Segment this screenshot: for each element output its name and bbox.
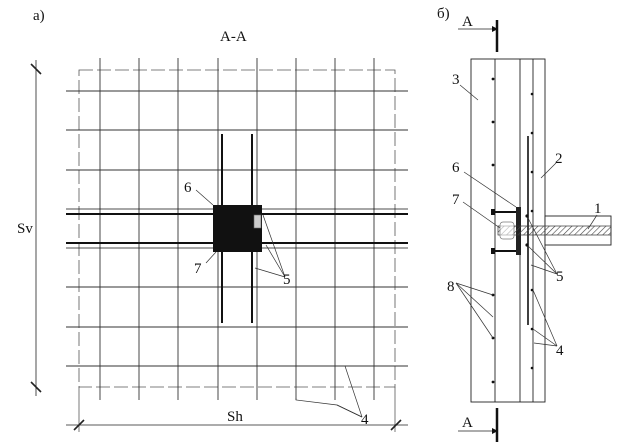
callout-8: 8 xyxy=(447,279,455,295)
rebar-dots-8 xyxy=(491,77,495,384)
coupler-7 xyxy=(499,221,515,240)
horizontal-rebar-grid xyxy=(66,90,408,367)
callout-7: 7 xyxy=(194,261,202,277)
callout-4: 4 xyxy=(361,412,369,428)
callout-3: 3 xyxy=(452,72,460,88)
arrowhead-icon xyxy=(492,26,498,32)
rebar-dots-4 xyxy=(530,92,534,370)
callout-5: 5 xyxy=(283,272,291,288)
callout-leaders-a xyxy=(195,189,363,418)
panel-a: а) A-A xyxy=(17,8,408,432)
callout-7b: 7 xyxy=(452,192,460,208)
bolt-connector xyxy=(253,214,262,229)
callout-6b: 6 xyxy=(452,160,460,176)
section-mark-bottom: A xyxy=(462,415,473,431)
embedded-plate xyxy=(213,205,262,252)
dim-sh-label: Sh xyxy=(227,409,243,425)
callout-4b: 4 xyxy=(556,343,564,359)
dimension-sv xyxy=(30,60,42,396)
slab-boundary xyxy=(78,69,396,388)
dimension-sh xyxy=(66,387,408,432)
dim-sv-label: Sv xyxy=(17,221,33,237)
plate-anchors xyxy=(492,211,518,252)
panel-b: б) A A xyxy=(437,6,612,442)
panel-a-label: а) xyxy=(33,8,45,24)
section-mark-top: A xyxy=(462,14,473,30)
callout-5b: 5 xyxy=(556,269,564,285)
section-title: A-A xyxy=(220,29,247,45)
arrowhead-icon xyxy=(492,428,498,434)
connecting-rod xyxy=(497,225,612,236)
callout-6: 6 xyxy=(184,180,192,196)
callout-1: 1 xyxy=(594,201,602,217)
panel-b-label: б) xyxy=(437,6,450,22)
callout-2: 2 xyxy=(555,151,563,167)
callout-leaders-b xyxy=(455,84,598,347)
